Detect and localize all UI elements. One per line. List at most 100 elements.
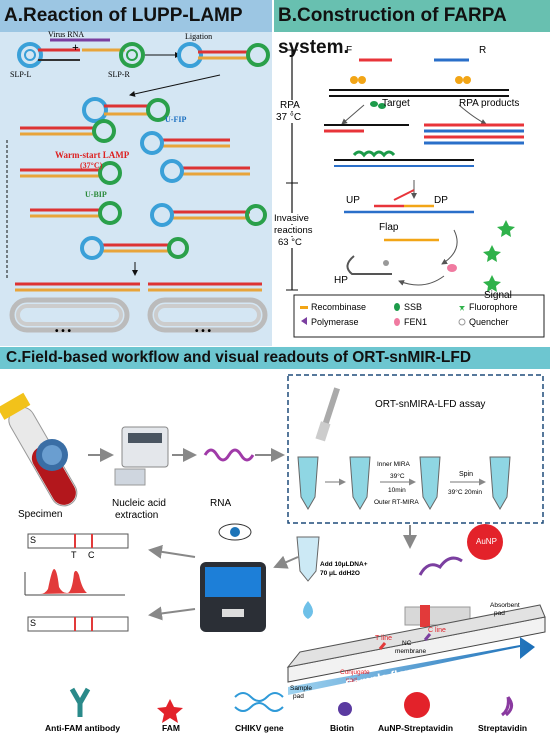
- extraction-machine-icon: [114, 426, 169, 486]
- virus-rna-label: Virus RNA: [48, 30, 85, 39]
- lateral-flow-strip: [286, 604, 546, 683]
- hp-label: HP: [334, 275, 348, 286]
- inner-mira: Inner MIRA: [377, 461, 410, 468]
- panel-b-title: B.Construction of FARPA system.: [274, 0, 550, 58]
- ligated-probe: [177, 42, 270, 68]
- rpa-temp: 37 °C: [276, 112, 302, 123]
- absorbent-pad-1: Absorbent: [490, 602, 520, 609]
- lamp-loop-structures: [20, 97, 267, 260]
- polymerase-legend-icon: [301, 317, 307, 325]
- recombinase-legend-icon: [300, 306, 308, 309]
- quencher-legend-icon: [458, 318, 466, 326]
- specimen-label: Specimen: [18, 509, 63, 520]
- warm-start-label: Warm-start LAMP: [55, 150, 130, 160]
- strip-t: T: [71, 550, 77, 560]
- panel-a-title: A.Reaction of LUPP-LAMP: [0, 0, 272, 32]
- dna-complex-icon: [418, 556, 463, 576]
- sample-pad-1: Sample: [290, 685, 313, 692]
- aunp-sphere-icon: [467, 524, 503, 560]
- dots-left: • • •: [55, 326, 72, 337]
- legend-ssb: SSB: [404, 302, 423, 312]
- legend-aunp-streptavidin: AuNP-Streptavidin: [378, 723, 454, 733]
- rna-strand-icon: [203, 448, 255, 462]
- invasive-temp: 63 °C: [278, 237, 302, 248]
- outer-rt-mira: Outer RT-MIRA: [374, 499, 419, 506]
- slp-r-probe: [82, 42, 145, 68]
- strip-c: C: [88, 550, 95, 560]
- add-label-1: Add 10μLDNA+: [320, 561, 368, 568]
- reactions-label: reactions: [274, 225, 313, 236]
- legend-streptavidin: Streptavidin: [478, 723, 528, 733]
- lamp-diagram: [6, 38, 270, 333]
- sample-flow-arrow: [288, 637, 535, 695]
- conjugate-pad-1: Conjugate: [340, 669, 370, 676]
- slp-l-label: SLP-L: [10, 70, 32, 79]
- nucleic-label-1: Nucleic acid: [112, 498, 166, 509]
- warm-start-temp: (37°C): [80, 161, 103, 170]
- concatemer-products: [9, 282, 268, 333]
- legend-fluorophore: Fluorophore: [469, 302, 518, 312]
- ligation-label: Ligation: [185, 32, 213, 41]
- biotin-ball-icon: [338, 702, 352, 716]
- visual-readout-strip: [27, 533, 129, 549]
- rpa-products-label: RPA products: [459, 98, 520, 109]
- assay-tubes: [297, 456, 511, 510]
- antibody-icon: [69, 687, 91, 717]
- rna-label: RNA: [210, 498, 232, 509]
- fluorophore-legend-icon: [459, 303, 465, 311]
- u-bip-label: U-BIP: [85, 190, 107, 199]
- conjugate-pad-2: pad: [346, 677, 357, 684]
- temp-39: 39°C: [390, 473, 405, 480]
- specimen-tube-icon: [0, 392, 78, 507]
- legend-polymerase: Polymerase: [311, 317, 359, 327]
- ssb-legend-icon: [394, 303, 400, 311]
- aunp-label: AuNP: [476, 537, 497, 546]
- panel-c-title: C.Field-based workflow and visual readou…: [0, 347, 550, 369]
- slp-r-label: SLP-R: [108, 70, 130, 79]
- legend-chikv: CHIKV gene: [235, 723, 284, 733]
- fam-star-icon: [157, 699, 183, 723]
- t-line-label: T line: [375, 635, 392, 642]
- dp-label: DP: [434, 195, 448, 206]
- dots-right: • • •: [195, 326, 212, 337]
- panel-a: A.Reaction of LUPP-LAMP: [0, 0, 272, 346]
- nucleic-label-2: extraction: [115, 510, 159, 521]
- label-r: R: [479, 45, 487, 56]
- panel-b: B.Construction of FARPA system.: [274, 0, 550, 346]
- pipette-icon: [315, 387, 340, 442]
- aunp-ball-icon: [404, 692, 430, 718]
- strip-s-1: S: [30, 535, 37, 545]
- c-line-label: C line: [428, 627, 446, 634]
- farpa-diagram: [286, 49, 545, 338]
- legend-recombinase: Recombinase: [311, 302, 367, 312]
- slp-l-probe: [17, 42, 80, 68]
- add-label-2: 70 μL ddH2O: [320, 570, 360, 577]
- droplet-tube-icon: [296, 536, 320, 619]
- legend-quencher: Quencher: [469, 317, 509, 327]
- workflow-diagram: [0, 374, 546, 723]
- strip-s-2: S: [30, 618, 37, 628]
- absorbent-pad-2: pad: [494, 610, 505, 617]
- legend-fen1: FEN1: [404, 317, 428, 327]
- eye-icon: [218, 523, 252, 541]
- densitometry-chart: [24, 569, 129, 632]
- streptavidin-icon: [501, 696, 513, 717]
- legend-fam: FAM: [162, 723, 180, 733]
- panel-c: C.Field-based workflow and visual readou…: [0, 347, 550, 751]
- time-10: 10min: [388, 487, 406, 494]
- nc-label-1: NC: [402, 640, 412, 647]
- fen1-legend-icon: [394, 318, 400, 326]
- legend-box: [293, 294, 545, 338]
- legend-biotin: Biotin: [330, 723, 355, 733]
- nc-label-2: membrane: [395, 648, 427, 655]
- up-label: UP: [346, 195, 360, 206]
- spin-label: Spin: [459, 471, 474, 478]
- assay-box: [287, 374, 544, 524]
- rpa-label: RPA: [280, 100, 300, 111]
- temp-39-20: 39°C 20min: [448, 489, 483, 496]
- assay-title: ORT-snMIRA-LFD assay: [375, 399, 486, 410]
- signal-label: Signal: [484, 290, 512, 301]
- legend-anti-fam: Anti-FAM antibody: [45, 723, 121, 733]
- target-label: Target: [382, 98, 410, 109]
- u-fip-label: U-FIP: [165, 115, 187, 124]
